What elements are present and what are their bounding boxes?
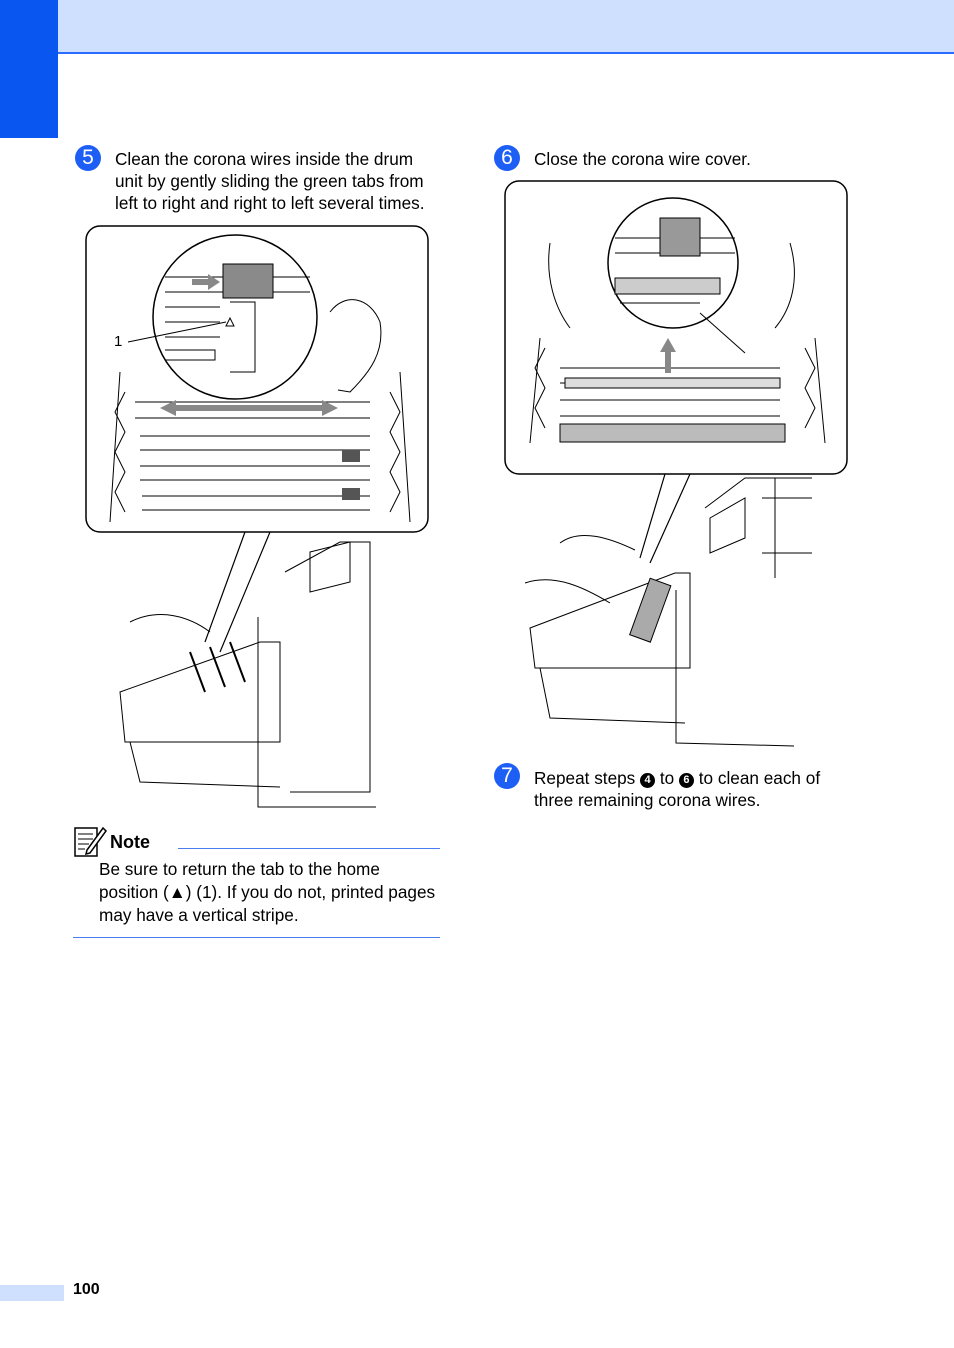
step-7-text-mid: to: [659, 768, 675, 788]
close-cover-illustration: [504, 180, 848, 747]
page-number: 100: [73, 1281, 100, 1298]
chapter-tab: [0, 0, 58, 138]
step-7-text: Repeat steps 4 to 6 to clean each of thr…: [534, 767, 864, 811]
note-title: Note: [110, 832, 150, 852]
note-divider: [178, 848, 440, 849]
step-5-text: Clean the corona wires inside the drum u…: [115, 149, 425, 213]
step-6-text: Close the corona wire cover.: [534, 149, 751, 169]
step-5-badge: 5: [75, 145, 101, 171]
step-ref-4: 4: [640, 773, 656, 788]
corona-wire-cleaning-illustration: 1: [85, 225, 429, 808]
header-band: [0, 0, 954, 54]
callout-label: 1: [114, 333, 122, 350]
step-7-text-after: to clean each of three remaining corona …: [534, 768, 821, 810]
footer-band: [0, 1285, 64, 1301]
note-bottom-rule: [73, 937, 440, 938]
step-6-badge: 6: [494, 145, 520, 171]
note-body: Be sure to return the tab to the home po…: [99, 859, 436, 925]
step-7-badge: 7: [494, 763, 520, 789]
step-ref-6: 6: [678, 773, 694, 788]
step-7-text-before: Repeat steps: [534, 768, 636, 788]
note-pencil-icon: [74, 826, 107, 857]
